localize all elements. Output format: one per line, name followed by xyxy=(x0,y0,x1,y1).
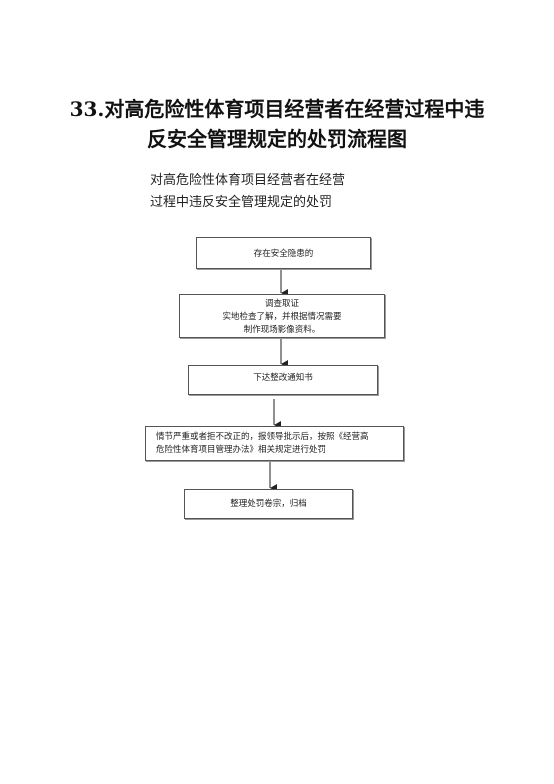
page-title-line-1: 33.对高危险性体育项目经营者在经营过程中违 xyxy=(69,97,485,121)
step-5-text: 整理处罚卷宗，归档 xyxy=(230,499,307,509)
step-2-text-2: 实地检查了解，并根据情况需要 xyxy=(222,312,342,322)
step-3-text: 下达整改通知书 xyxy=(253,373,313,383)
step-2-text-1: 调查取证 xyxy=(264,299,299,309)
diagram-heading-line-1: 对高危险性体育项目经营者在经营 xyxy=(150,173,346,188)
step-4-text-1: 情节严重或者拒不改正的，报领导批示后，按照《经营高 xyxy=(156,432,369,442)
flow-step-penalty: 情节严重或者拒不改正的，报领导批示后，按照《经营高 危险性体育项目管理办法》相关… xyxy=(145,426,404,461)
flow-step-investigation: 调查取证 实地检查了解，并根据情况需要 制作现场影像资料。 xyxy=(179,294,385,338)
page-title: 33.对高危险性体育项目经营者在经营过程中违 反安全管理规定的处罚流程图 xyxy=(40,94,514,154)
flow-step-rectification-notice: 下达整改通知书 xyxy=(188,365,378,395)
step-1-text: 存在安全隐患的 xyxy=(253,249,314,259)
flow-step-archive: 整理处罚卷宗，归档 xyxy=(184,489,353,519)
flow-step-hazard: 存在安全隐患的 xyxy=(196,237,371,269)
diagram-heading: 对高危险性体育项目经营者在经营 过程中违反安全管理规定的处罚 xyxy=(150,170,410,214)
diagram-heading-line-2: 过程中违反安全管理规定的处罚 xyxy=(150,195,333,210)
step-4-text-2: 危险性体育项目管理办法》相关规定进行处罚 xyxy=(156,445,327,455)
step-2-text-3: 制作现场影像资料。 xyxy=(243,325,321,335)
page-title-line-2: 反安全管理规定的处罚流程图 xyxy=(147,127,407,151)
